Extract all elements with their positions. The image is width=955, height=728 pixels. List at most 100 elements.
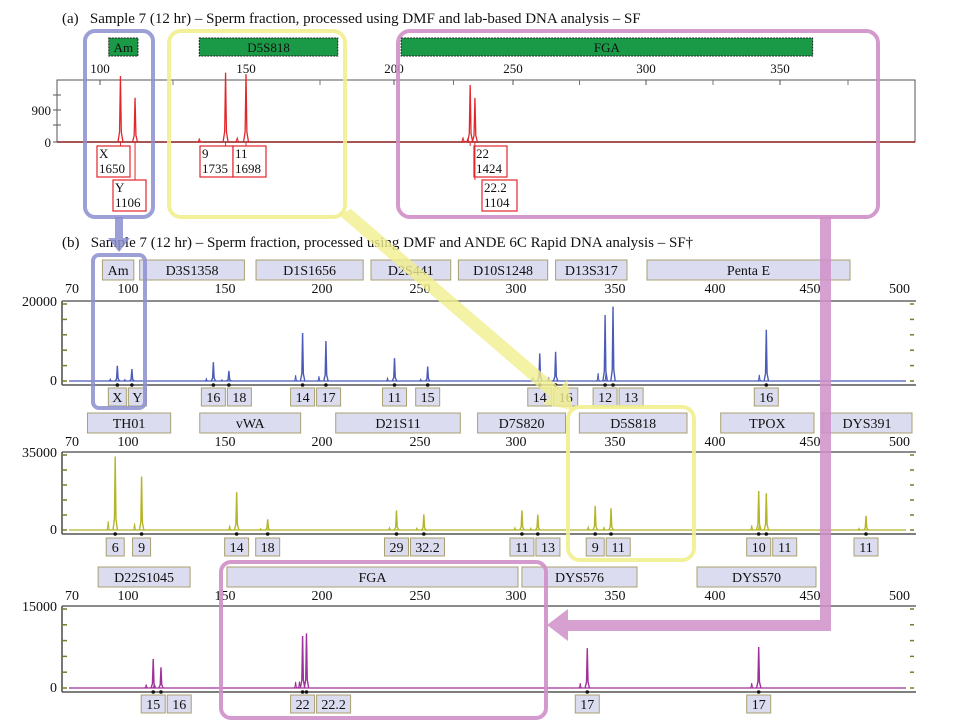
x-tick-label: 300 [506, 435, 527, 450]
allele-label: X [112, 391, 122, 406]
stutter-peak [595, 373, 601, 382]
stutter-peak [293, 375, 298, 382]
peak-marker [300, 383, 305, 387]
allele-label-box [132, 537, 152, 557]
locus-box-d21s11 [335, 412, 461, 434]
peak-marker [593, 532, 597, 536]
x-tick-label: 250 [410, 589, 431, 604]
highlight-box-d5s818-a [167, 29, 347, 219]
locus-label: FGA [594, 40, 621, 55]
allele-label: 16 [206, 391, 220, 406]
allele-label: Y [132, 391, 142, 406]
allele-label-box [290, 387, 316, 407]
x-tick-label: 350 [605, 282, 626, 297]
stutter-peak [258, 527, 263, 531]
peak-marker [139, 532, 144, 536]
peak-marker [113, 532, 117, 536]
plot-frame [56, 79, 916, 143]
allele-label: 17 [322, 391, 336, 406]
stutter-peak [856, 527, 862, 531]
peak-11 [608, 508, 614, 531]
allele-callout-box [232, 145, 267, 178]
locus-label: DYS570 [732, 571, 781, 586]
peak-marker [864, 532, 868, 536]
peak-22 [467, 85, 474, 143]
allele-callout-rfu: 1650 [99, 161, 125, 176]
peak-15 [150, 659, 157, 689]
allele-label-box [605, 537, 631, 557]
locus-label: FGA [358, 571, 387, 586]
allele-label-box [509, 537, 535, 557]
highlight-box-d5s818-b [566, 405, 696, 562]
allele-callout-allele: 9 [202, 146, 209, 161]
peak-Y [129, 368, 135, 382]
locus-label: Am [114, 40, 134, 55]
highlight-box-amelogenin-b [91, 253, 147, 410]
allele-label-box [226, 387, 252, 407]
peak-marker [394, 532, 399, 536]
locus-label: DYS576 [555, 571, 604, 586]
allele-label-box [409, 537, 445, 557]
peak-marker [756, 690, 761, 694]
locus-box-dys576 [521, 566, 638, 588]
x-tick-label: 500 [889, 589, 910, 604]
y-tick-label: 15000 [22, 600, 57, 615]
stutter-peak [414, 526, 419, 531]
stutter-peak [603, 372, 609, 382]
stutter-peak [528, 526, 533, 531]
y-tick-label: 20000 [22, 295, 57, 310]
locus-label: Penta E [727, 264, 770, 279]
allele-label: 29 [389, 541, 403, 556]
peak-marker [159, 690, 163, 694]
peak-9 [138, 476, 145, 531]
peak-18 [264, 519, 271, 531]
stutter-peak [387, 526, 392, 531]
allele-callout-box [112, 179, 147, 212]
locus-bar-am [108, 37, 139, 57]
x-tick-label: 70 [65, 435, 79, 450]
stutter-peak [757, 374, 762, 382]
allele-label: 13 [541, 541, 555, 556]
peak-15 [424, 366, 431, 382]
stutter-peak [293, 681, 298, 689]
x-tick-label: 100 [118, 589, 139, 604]
locus-label: D1S1656 [283, 264, 336, 279]
allele-label: 14 [533, 391, 547, 406]
stutter-peak [586, 525, 591, 531]
x-tick-label: 400 [705, 435, 726, 450]
peak-12 [602, 314, 608, 382]
x-tick-label: 200 [312, 589, 333, 604]
allele-label-box [166, 694, 192, 714]
peak-marker [151, 690, 156, 694]
peak-17 [584, 648, 591, 689]
locus-box-vwa [199, 412, 302, 434]
allele-label: 17 [580, 698, 594, 713]
x-tick-label: 150 [215, 435, 236, 450]
peak-16 [763, 329, 770, 382]
x-tick-label: 450 [800, 435, 821, 450]
x-tick-label: 70 [65, 589, 79, 604]
stutter-peak [227, 525, 232, 531]
peak-marker [609, 532, 613, 536]
allele-label-box [140, 694, 166, 714]
stutter-peak [512, 526, 518, 531]
stutter-peak [757, 525, 762, 531]
noise-bump [464, 137, 471, 143]
allele-label-box [316, 694, 352, 714]
peak-marker [603, 383, 607, 387]
allele-label: 18 [261, 541, 275, 556]
locus-label: D3S1358 [166, 264, 219, 279]
locus-box-d3s1358 [139, 259, 245, 281]
allele-label: 18 [232, 391, 246, 406]
stutter-peak [578, 683, 583, 689]
allele-callout-rfu: 1104 [484, 195, 510, 210]
stutter-peak [316, 376, 322, 382]
stutter-peak [219, 378, 224, 382]
peak-marker [764, 532, 769, 536]
allele-label-box [316, 387, 342, 407]
dye-row-blue: AmD3S1358D1S1656D2S441D10S1248D13S317Pen… [22, 259, 916, 407]
allele-label: 16 [759, 391, 773, 406]
stutter-peak [297, 681, 302, 689]
